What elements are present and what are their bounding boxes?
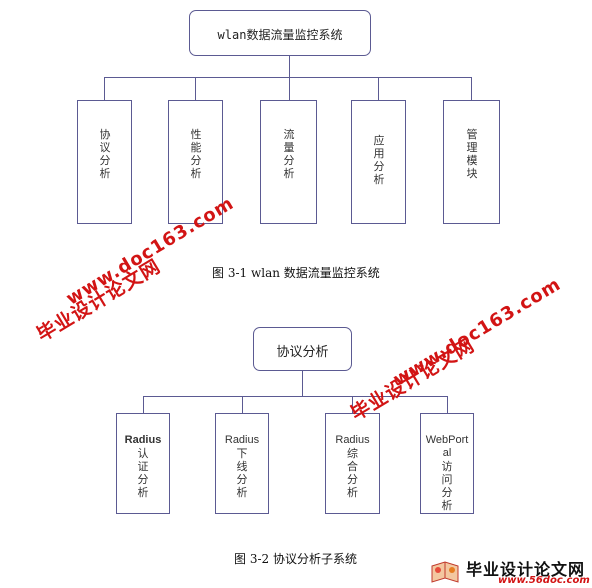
connector	[378, 77, 379, 100]
figure2-node-text: Radius 综合分析	[326, 434, 379, 499]
figure1-node-label: 管理模块	[466, 128, 478, 180]
figure1-root-label: wlan数据流量监控系统	[217, 28, 343, 42]
figure1-node-label: 协议分析	[99, 128, 111, 180]
figure1-root-node: wlan数据流量监控系统	[189, 10, 371, 56]
connector	[447, 396, 448, 413]
figure1-caption: 图 3-1 wlan 数据流量监控系统	[212, 266, 380, 280]
figure2-node-radius-auth: Radius 认证分析	[116, 413, 170, 514]
figure2-node-radius-summary: Radius 综合分析	[325, 413, 380, 514]
connector	[195, 77, 196, 100]
figure2-node-line1: Radius	[335, 434, 370, 446]
connector	[104, 77, 472, 78]
connector	[289, 56, 290, 77]
figure2-node-line1: WebPort	[425, 434, 469, 446]
connector	[143, 396, 448, 397]
figure2-node-text: Radius 下线分析	[216, 434, 268, 499]
connector	[242, 396, 243, 413]
figure1-node-label: 性能分析	[190, 128, 202, 180]
figure1-node-protocol: 协议分析	[77, 100, 132, 224]
figure2-node-text: Radius 认证分析	[117, 434, 169, 499]
figure2-node-text: WebPort al 访问分析	[421, 434, 473, 512]
figure1-node-label: 应用分析	[373, 134, 385, 186]
figure1-node-performance: 性能分析	[168, 100, 223, 224]
figure2-node-line2: al	[442, 447, 452, 459]
connector	[104, 77, 105, 100]
figure1-node-management: 管理模块	[443, 100, 500, 224]
figure1-node-application: 应用分析	[351, 100, 406, 224]
figure2-root-node: 协议分析	[253, 327, 352, 371]
figure2-node-line1: Radius	[124, 434, 162, 446]
figure1-node-traffic: 流量分析	[260, 100, 317, 224]
figure2-node-webportal: WebPort al 访问分析	[420, 413, 474, 514]
figure2-root-label: 协议分析	[276, 345, 329, 360]
figure1-node-label: 流量分析	[283, 128, 295, 180]
footer-logo: 毕业设计论文网 www.56doc.com	[430, 556, 590, 586]
figure2-caption: 图 3-2 协议分析子系统	[234, 552, 357, 566]
figure2-node-rest: 下线分析	[236, 447, 248, 499]
figure2-node-rest: 认证分析	[137, 447, 149, 499]
connector	[302, 371, 303, 396]
watermark-site-name: 毕业设计论文网	[347, 334, 479, 426]
figure2-node-rest: 访问分析	[441, 460, 453, 512]
connector	[289, 77, 290, 100]
book-icon	[431, 561, 459, 583]
connector	[471, 77, 472, 100]
footer-title: 毕业设计论文网	[466, 560, 586, 579]
connector	[352, 396, 353, 413]
figure2-node-line1: Radius	[224, 434, 260, 446]
figure2-node-radius-logout: Radius 下线分析	[215, 413, 269, 514]
figure2-node-rest: 综合分析	[347, 447, 358, 499]
footer-url: www.56doc.com	[498, 575, 590, 586]
connector	[143, 396, 144, 413]
